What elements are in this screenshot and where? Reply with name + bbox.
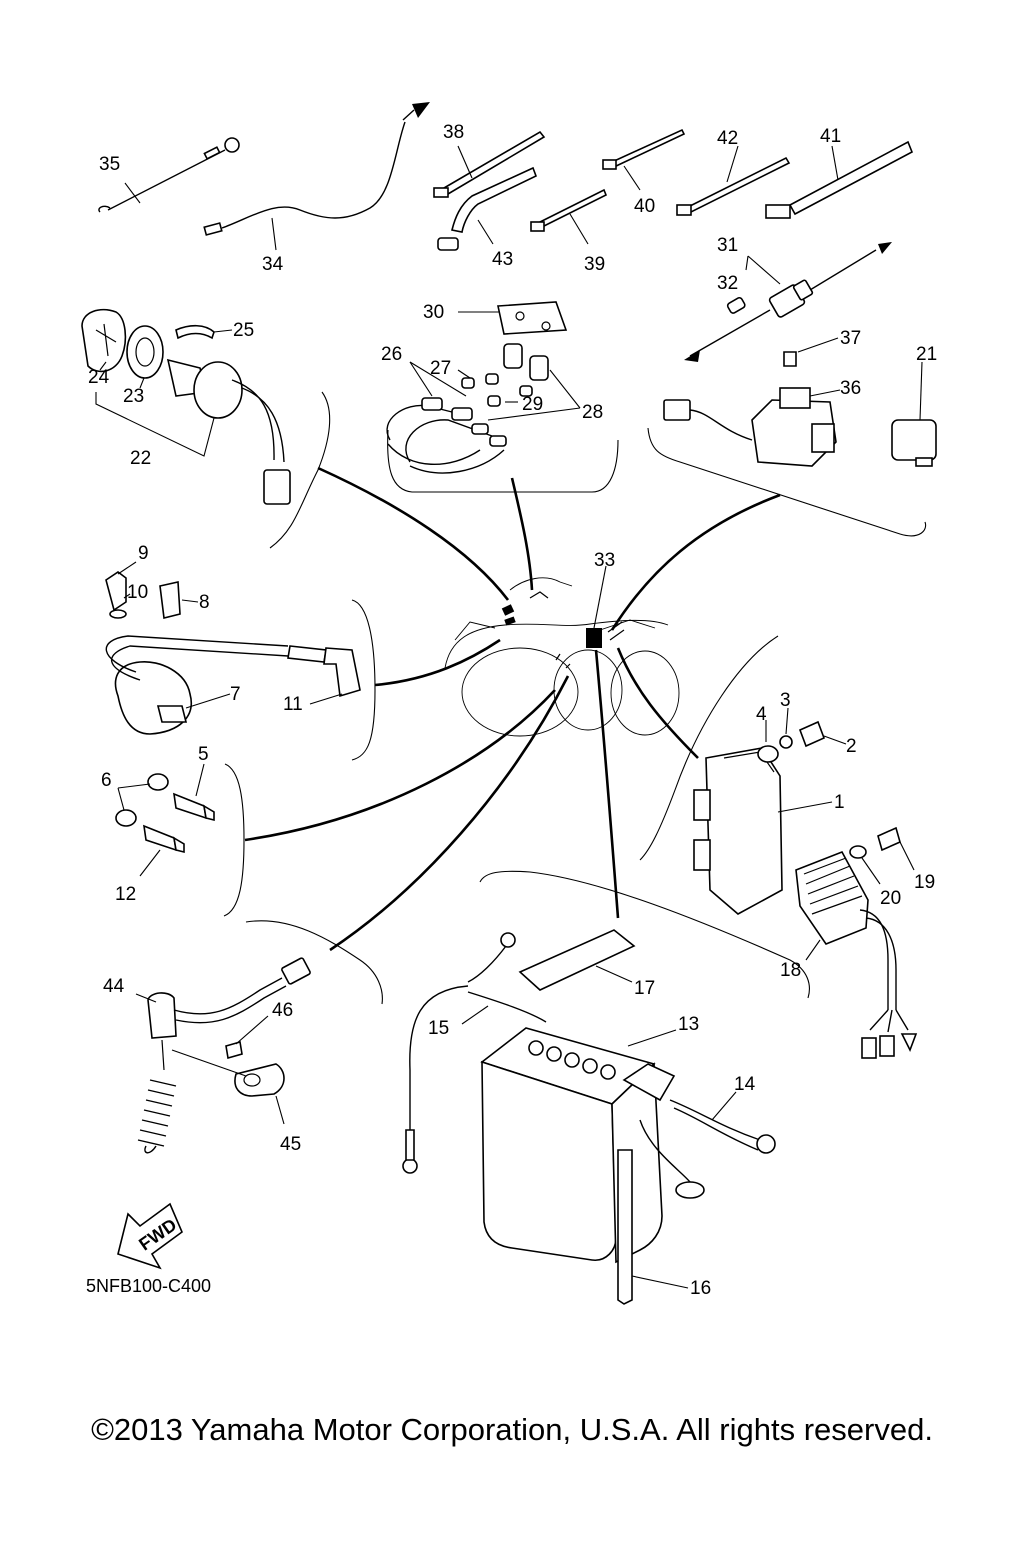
callout-22: 22 [130, 448, 151, 469]
part-18-rectifier: 18 20 19 [780, 826, 935, 1059]
callout-11: 11 [283, 694, 303, 715]
part-22-main-switch: 25 24 23 22 [81, 308, 291, 505]
harness-connector-33 [586, 628, 602, 648]
callout-9: 9 [138, 543, 149, 564]
callout-7: 7 [230, 684, 241, 705]
part-1-cdi-unit: 4 3 2 1 [693, 690, 857, 915]
callout-8: 8 [199, 592, 210, 613]
drawing-code: 5NFB100-C400 [86, 1276, 211, 1296]
callout-16: 16 [690, 1278, 711, 1299]
callout-26: 26 [381, 344, 402, 365]
vehicle-silhouette [444, 577, 680, 737]
part-34-lead-wire: 34 [203, 102, 430, 275]
callout-37: 37 [840, 328, 861, 349]
callout-30: 30 [423, 302, 444, 323]
parts-26-30: 30 26 27 29 28 [381, 301, 603, 474]
callout-33: 33 [594, 550, 615, 571]
copyright-notice: ©2013 Yamaha Motor Corporation, U.S.A. A… [91, 1412, 933, 1447]
callout-43: 43 [492, 249, 513, 270]
part-13-battery: 13 14 15 17 16 [402, 929, 776, 1305]
callout-4: 4 [756, 704, 767, 725]
callout-40: 40 [634, 196, 655, 217]
callout-42: 42 [717, 128, 738, 149]
callout-34: 34 [262, 254, 284, 275]
callout-18: 18 [780, 960, 801, 981]
callout-33-group: 33 [593, 550, 615, 629]
cable-ties: 38 43 39 40 42 41 [433, 122, 914, 275]
callout-6: 6 [101, 770, 112, 791]
callout-35: 35 [99, 154, 120, 175]
callout-45: 45 [280, 1134, 301, 1155]
callout-41: 41 [820, 126, 841, 147]
group-brackets [223, 391, 927, 1005]
part-44-neutral-switch: 44 45 46 [103, 957, 311, 1155]
callout-31: 31 [717, 235, 738, 256]
callout-39: 39 [584, 254, 605, 275]
callout-1: 1 [834, 792, 845, 813]
callout-44: 44 [103, 976, 125, 997]
part-7-ignition-coil: 9 10 8 7 11 [105, 543, 361, 735]
callout-10: 10 [127, 582, 148, 603]
part-36-starter-relay: 36 37 21 [663, 328, 937, 467]
fwd-arrow: FWD [117, 1202, 183, 1270]
callout-23: 23 [123, 386, 144, 407]
callout-24: 24 [88, 367, 110, 388]
callout-38: 38 [443, 122, 464, 143]
callout-21: 21 [916, 344, 937, 365]
callout-15: 15 [428, 1018, 449, 1039]
callout-2: 2 [846, 736, 857, 757]
part-35-lead-wire: 35 [98, 137, 240, 213]
callout-32: 32 [717, 273, 738, 294]
routing-wires [244, 466, 781, 952]
callout-3: 3 [780, 690, 791, 711]
callout-28: 28 [582, 402, 603, 423]
callout-17: 17 [634, 978, 655, 999]
parts-5-6-12-switches: 5 6 12 [101, 744, 215, 905]
callout-27: 27 [430, 358, 451, 379]
callout-5: 5 [198, 744, 209, 765]
callout-19: 19 [914, 872, 935, 893]
part-31-fuse-holder: 31 32 [684, 235, 892, 362]
callout-12: 12 [115, 884, 136, 905]
callout-25: 25 [233, 320, 254, 341]
callout-20: 20 [880, 888, 901, 909]
callout-14: 14 [734, 1074, 756, 1095]
callout-36: 36 [840, 378, 861, 399]
callout-29: 29 [522, 394, 543, 415]
callout-46: 46 [272, 1000, 293, 1021]
callout-13: 13 [678, 1014, 699, 1035]
